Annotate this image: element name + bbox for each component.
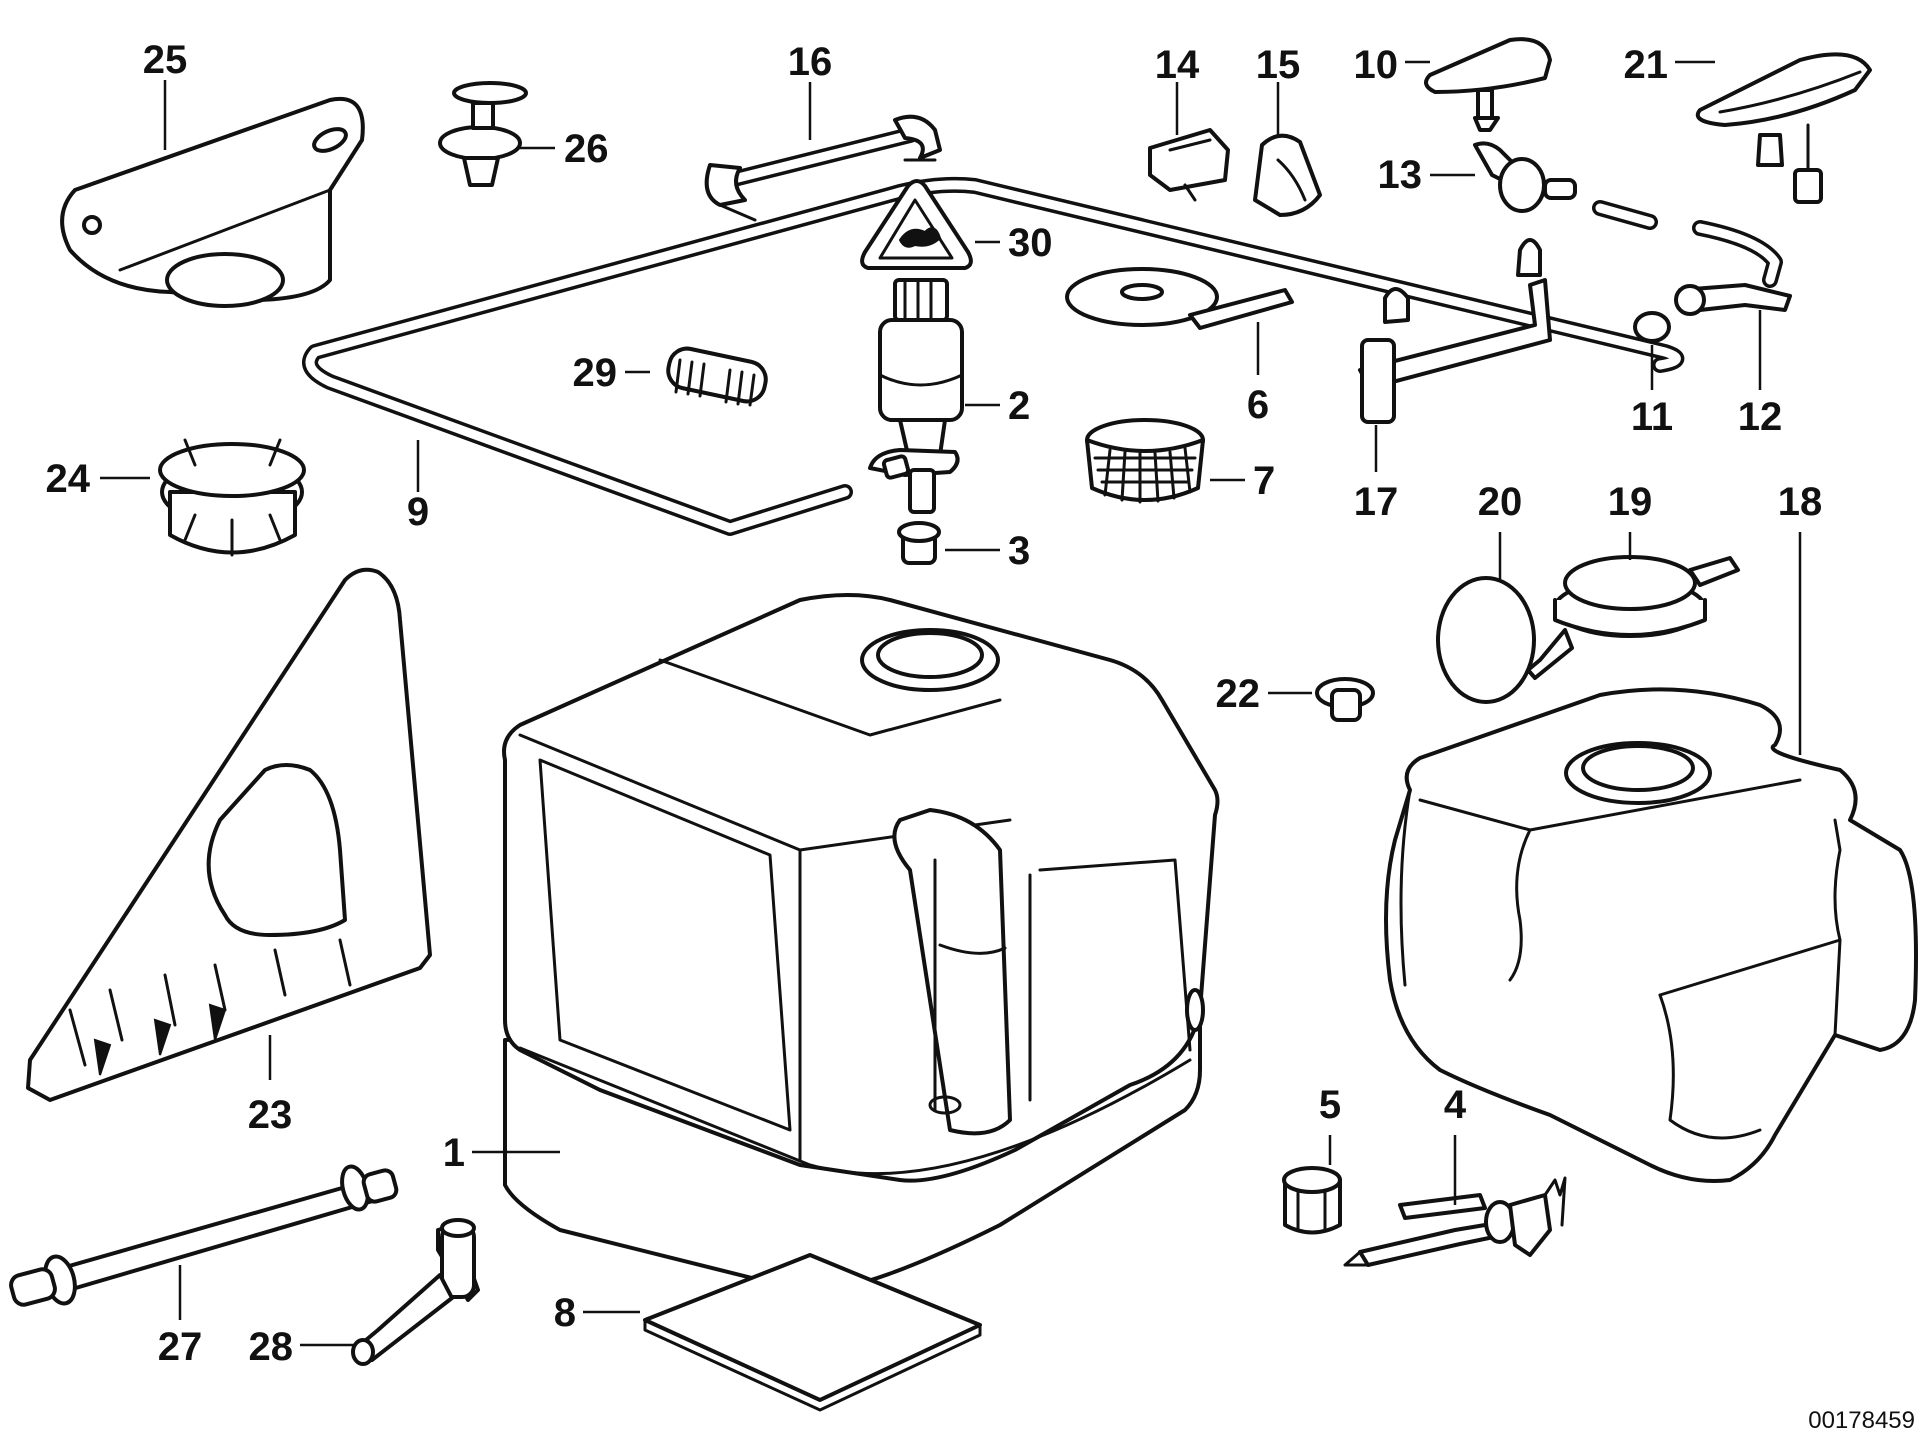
label-20: 20 <box>1478 480 1523 524</box>
part-4-level-sensor <box>1343 1176 1567 1267</box>
part-29-hose-connector <box>666 346 768 407</box>
part-19-filler-cap <box>1526 555 1740 680</box>
label-17: 17 <box>1354 480 1399 524</box>
label-2: 2 <box>1008 384 1030 428</box>
part-26-expanding-rivet <box>438 81 528 187</box>
part-14-cable-clip <box>1148 128 1230 202</box>
label-9: 9 <box>407 490 429 534</box>
part-24-filler-neck-adapter <box>158 438 306 557</box>
label-1: 1 <box>443 1131 465 1175</box>
leader-lines <box>100 60 1802 1347</box>
part-12-check-valve-connector <box>1674 283 1792 316</box>
part-8-pad <box>643 1253 982 1412</box>
diagram-reference-number: 00178459 <box>1808 1407 1915 1434</box>
part-13-hose-connector <box>1473 141 1783 288</box>
part-5-rubber-grommet <box>1282 1166 1342 1235</box>
part-27-filler-pipe <box>9 1164 399 1307</box>
label-14: 14 <box>1155 43 1200 87</box>
label-11: 11 <box>1631 395 1673 439</box>
label-15: 15 <box>1256 43 1301 87</box>
callout-labels: 25 26 16 14 15 10 21 13 30 29 2 3 9 24 6… <box>46 38 1916 1434</box>
label-24: 24 <box>46 457 91 501</box>
part-25-mounting-bracket <box>60 96 365 308</box>
label-10: 10 <box>1354 43 1399 87</box>
label-16: 16 <box>788 40 833 84</box>
label-13: 13 <box>1378 153 1423 197</box>
label-5: 5 <box>1319 1083 1341 1127</box>
label-7: 7 <box>1253 459 1275 503</box>
label-25: 25 <box>143 38 188 82</box>
part-15-hose-clip <box>1253 133 1322 217</box>
label-27: 27 <box>158 1325 203 1369</box>
part-16-hose-holder <box>704 114 942 222</box>
part-10-spray-nozzle <box>1424 37 1552 132</box>
part-18-washer-tank-variant <box>1384 687 1918 1183</box>
part-11-hose-clamp <box>1633 311 1671 343</box>
part-6-tank-strainer-plate <box>1065 267 1294 330</box>
label-28: 28 <box>249 1325 294 1369</box>
label-18: 18 <box>1778 480 1823 524</box>
part-22-plug <box>1315 677 1375 722</box>
label-29: 29 <box>573 351 618 395</box>
label-3: 3 <box>1008 529 1030 573</box>
label-6: 6 <box>1247 383 1269 427</box>
part-17-hose-bracket-clip <box>1358 238 1552 424</box>
label-8: 8 <box>554 1291 576 1335</box>
label-23: 23 <box>248 1093 293 1137</box>
label-26: 26 <box>564 127 609 171</box>
part-28-elbow-connector <box>351 1218 480 1366</box>
part-20-seal-cap <box>1436 576 1536 704</box>
label-21: 21 <box>1624 43 1669 87</box>
part-1-washer-fluid-tank <box>502 593 1220 1294</box>
part-3-grommet <box>897 521 941 565</box>
label-19: 19 <box>1608 480 1653 524</box>
part-30-warning-label <box>860 179 973 270</box>
label-22: 22 <box>1216 672 1261 716</box>
part-23-tank-bracket <box>26 567 432 1102</box>
part-7-filter-strainer <box>1085 418 1205 504</box>
label-30: 30 <box>1008 221 1053 265</box>
label-12: 12 <box>1738 395 1783 439</box>
part-9-water-hose <box>302 176 1685 536</box>
part-21-heated-spray-nozzle <box>1695 52 1872 204</box>
part-2-washer-pump <box>868 278 964 514</box>
label-4: 4 <box>1444 1083 1467 1127</box>
